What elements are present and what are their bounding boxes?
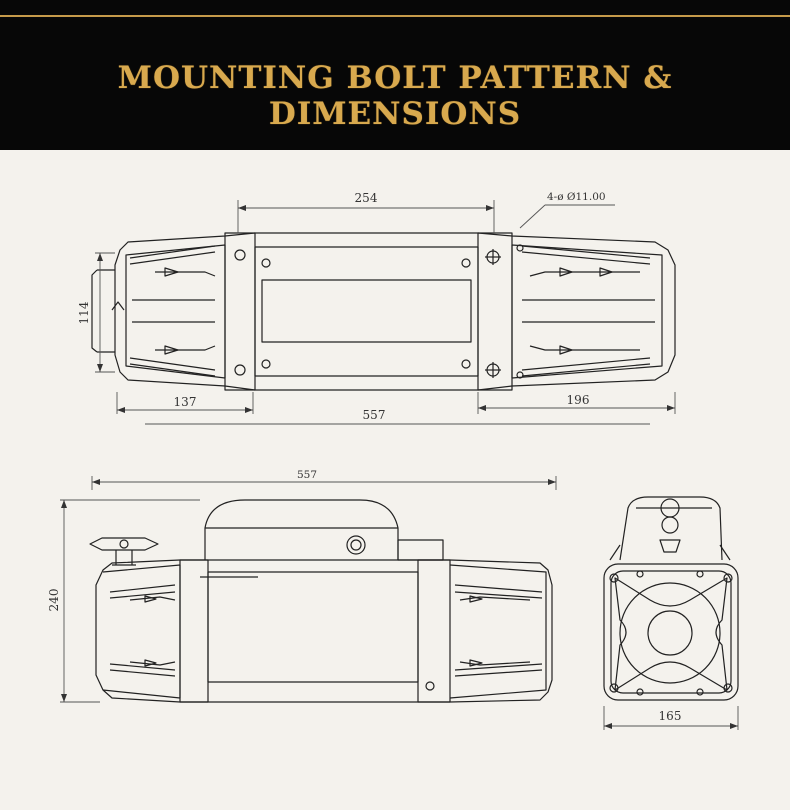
dim-top-height: 114	[77, 301, 91, 324]
front-view	[89, 499, 553, 703]
dim-side-width: 165	[659, 709, 682, 723]
dim-left-segment: 137	[174, 395, 197, 409]
dim-top-overall-length: 557	[363, 408, 386, 422]
dim-hole-callout: 4-ø Ø11.00	[547, 191, 606, 203]
dim-front-overall-length: 557	[297, 469, 317, 481]
top-view	[91, 232, 676, 391]
top-view-dimensions	[95, 200, 676, 425]
technical-drawing: 254 4-ø Ø11.00 114 137 196 557 557 240 1…	[47, 191, 739, 730]
gold-rule	[0, 15, 790, 17]
dim-right-segment: 196	[567, 393, 590, 407]
dimension-arrows	[61, 205, 738, 729]
header-banner: MOUNTING BOLT PATTERN & DIMENSIONS	[0, 0, 790, 150]
dim-front-height: 240	[47, 589, 61, 612]
front-view-dimensions	[60, 476, 557, 703]
page-title: MOUNTING BOLT PATTERN & DIMENSIONS	[117, 60, 673, 132]
dim-bolt-spacing: 254	[355, 191, 378, 205]
side-view	[603, 496, 739, 701]
